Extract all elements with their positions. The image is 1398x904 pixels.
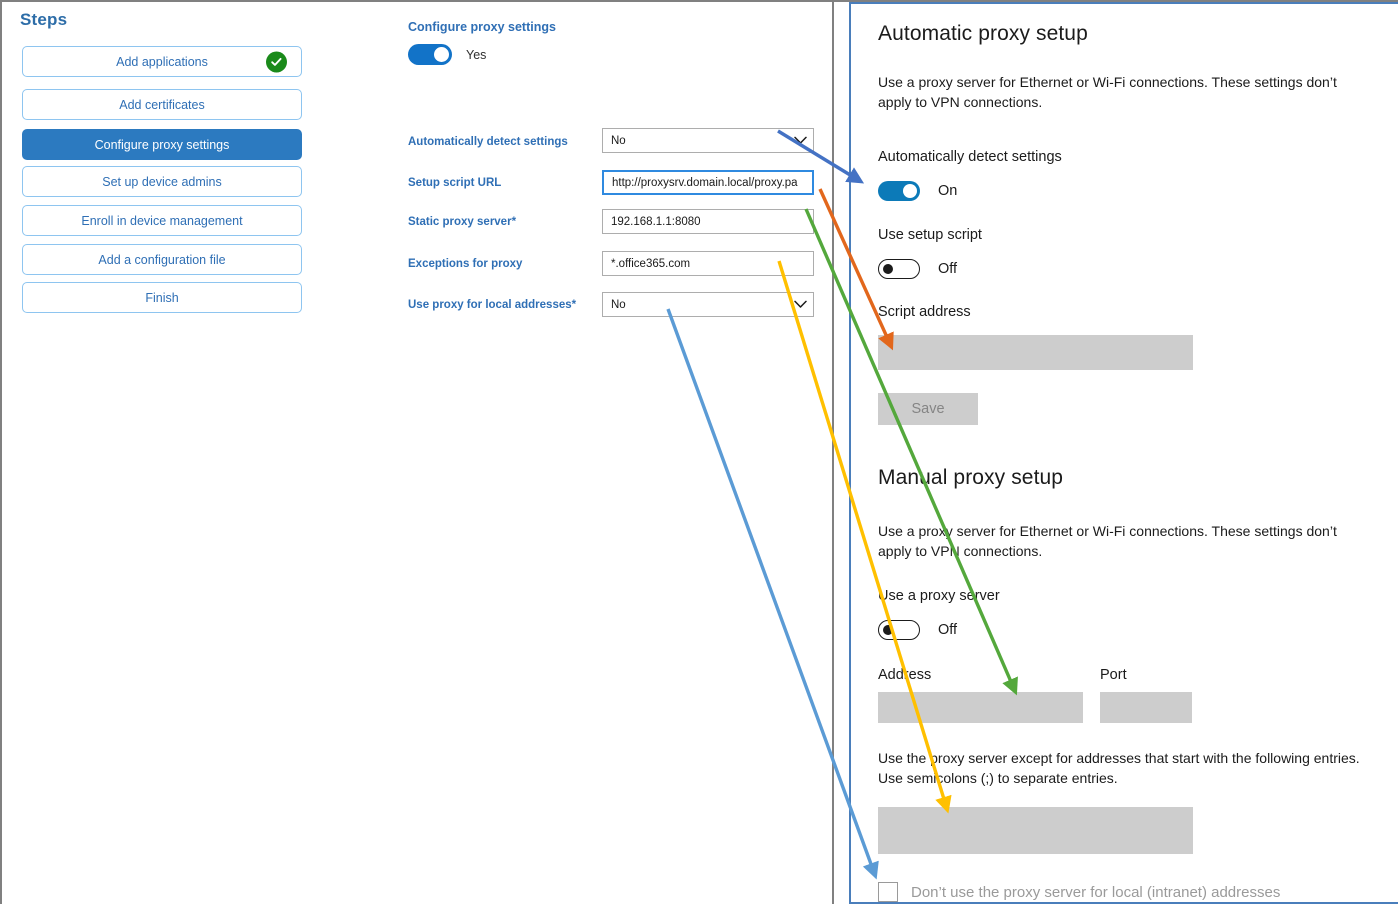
page-title: Steps <box>20 10 68 29</box>
panel-divider <box>832 0 834 904</box>
script-address-label: Script address <box>878 304 971 320</box>
select-value: No <box>611 134 626 147</box>
use-a-proxy-server-label: Use a proxy server <box>878 588 1000 604</box>
top-border <box>0 0 1398 2</box>
automatically-detect-settings-label: Automatically detect settings <box>878 149 1062 165</box>
use-a-proxy-server-state: Off <box>938 622 958 638</box>
script-address-input[interactable] <box>878 335 1193 370</box>
chevron-down-icon <box>794 134 807 147</box>
sidebar-item-add-a-configuration-file[interactable]: Add a configuration file <box>22 244 302 275</box>
use-setup-script-toggle-row: Off <box>878 259 957 279</box>
automatically-detect-settings-toggle[interactable] <box>878 181 920 201</box>
label-use-proxy-for-local-addresses: Use proxy for local addresses* <box>408 299 577 311</box>
automatically-detect-settings-toggle-row: On <box>878 181 957 201</box>
manual-proxy-setup-heading: Manual proxy setup <box>878 466 1064 489</box>
step-label: Set up device admins <box>102 174 222 189</box>
sidebar-item-add-applications[interactable]: Add applications <box>22 46 302 77</box>
sidebar-item-set-up-device-admins[interactable]: Set up device admins <box>22 166 302 197</box>
sidebar-item-enroll-in-device-management[interactable]: Enroll in device management <box>22 205 302 236</box>
input-exceptions-for-proxy[interactable]: *.office365.com <box>602 251 814 276</box>
configure-proxy-toggle-row: Yes <box>408 44 486 65</box>
windows-proxy-settings-panel: Automatic proxy setup Use a proxy server… <box>849 2 1398 904</box>
left-border <box>0 0 2 904</box>
step-label: Finish <box>145 290 179 305</box>
bypass-local-addresses-row: Don’t use the proxy server for local (in… <box>878 882 1280 902</box>
sidebar-item-finish[interactable]: Finish <box>22 282 302 313</box>
automatic-proxy-setup-description: Use a proxy server for Ethernet or Wi-Fi… <box>878 74 1337 111</box>
step-label: Enroll in device management <box>81 213 243 228</box>
automatically-detect-settings-state: On <box>938 183 958 199</box>
steps-panel: Steps Add applications Add certificates … <box>2 2 320 902</box>
step-label: Add applications <box>116 54 208 69</box>
configure-proxy-toggle[interactable] <box>408 44 452 65</box>
proxy-form-panel: Configure proxy settings Yes Automatical… <box>320 2 832 902</box>
chevron-down-icon <box>794 298 807 311</box>
exceptions-input[interactable] <box>878 807 1193 854</box>
input-value: http://proxysrv.domain.local/proxy.pa <box>612 176 798 189</box>
configure-proxy-toggle-state: Yes <box>466 47 487 62</box>
step-label: Configure proxy settings <box>94 137 230 152</box>
address-label: Address <box>878 667 932 683</box>
use-a-proxy-server-toggle-row: Off <box>878 620 957 640</box>
input-static-proxy-server[interactable]: 192.168.1.1:8080 <box>602 209 814 234</box>
step-label: Add certificates <box>119 97 205 112</box>
label-static-proxy-server: Static proxy server* <box>408 216 517 228</box>
use-setup-script-label: Use setup script <box>878 227 982 243</box>
check-circle-icon <box>266 51 287 72</box>
label-exceptions-for-proxy: Exceptions for proxy <box>408 258 523 270</box>
use-setup-script-state: Off <box>938 261 958 277</box>
step-label: Add a configuration file <box>98 252 226 267</box>
sidebar-item-configure-proxy-settings[interactable]: Configure proxy settings <box>22 129 302 160</box>
input-setup-script-url[interactable]: http://proxysrv.domain.local/proxy.pa <box>602 170 814 195</box>
select-value: No <box>611 298 626 311</box>
input-value: 192.168.1.1:8080 <box>611 215 701 228</box>
save-button[interactable]: Save <box>878 393 978 425</box>
port-input[interactable] <box>1100 692 1192 723</box>
manual-proxy-setup-description: Use a proxy server for Ethernet or Wi-Fi… <box>878 523 1337 560</box>
label-automatically-detect-settings: Automatically detect settings <box>408 136 568 148</box>
automatic-proxy-setup-heading: Automatic proxy setup <box>878 22 1088 45</box>
use-setup-script-toggle[interactable] <box>878 259 920 279</box>
select-use-proxy-for-local-addresses[interactable]: No <box>602 292 814 317</box>
label-setup-script-url: Setup script URL <box>408 177 502 189</box>
select-automatically-detect-settings[interactable]: No <box>602 128 814 153</box>
address-input[interactable] <box>878 692 1083 723</box>
bypass-local-addresses-label: Don’t use the proxy server for local (in… <box>911 883 1281 901</box>
bypass-local-addresses-checkbox[interactable] <box>878 882 898 902</box>
input-value: *.office365.com <box>611 257 691 270</box>
form-section-label: Configure proxy settings <box>408 20 556 34</box>
exceptions-description: Use the proxy server except for addresse… <box>878 750 1360 787</box>
port-label: Port <box>1100 667 1127 683</box>
sidebar-item-add-certificates[interactable]: Add certificates <box>22 89 302 120</box>
use-a-proxy-server-toggle[interactable] <box>878 620 920 640</box>
